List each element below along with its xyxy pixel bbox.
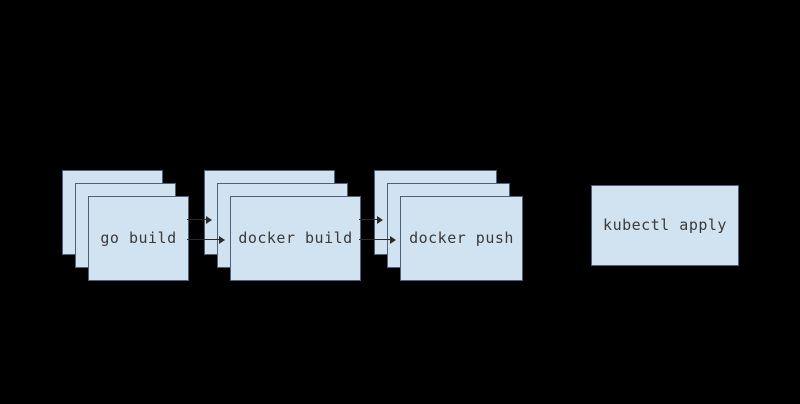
edge-docker-build-to-docker-push-upper [359,219,378,220]
pipeline-node-docker-push[interactable]: docker push [400,196,523,281]
pipeline-node-kubectl-apply[interactable]: kubectl apply [591,185,739,266]
pipeline-node-docker-build[interactable]: docker build [230,196,361,281]
pipeline-node-label: kubectl apply [603,216,727,234]
edge-arrowhead-go-build-to-docker-build-upper [206,216,212,224]
edge-go-build-to-docker-build-upper [187,219,207,220]
edge-docker-build-to-docker-push-lower [359,239,391,240]
pipeline-node-label: docker build [238,229,353,247]
pipeline-node-label: docker push [409,229,514,247]
edge-go-build-to-docker-build-lower [187,239,220,240]
edge-arrowhead-go-build-to-docker-build-lower [219,236,225,244]
edge-arrowhead-docker-build-to-docker-push-upper [377,216,383,224]
pipeline-node-label: go build [100,229,177,247]
edge-arrowhead-docker-build-to-docker-push-lower [390,236,396,244]
pipeline-node-go-build[interactable]: go build [88,196,189,281]
